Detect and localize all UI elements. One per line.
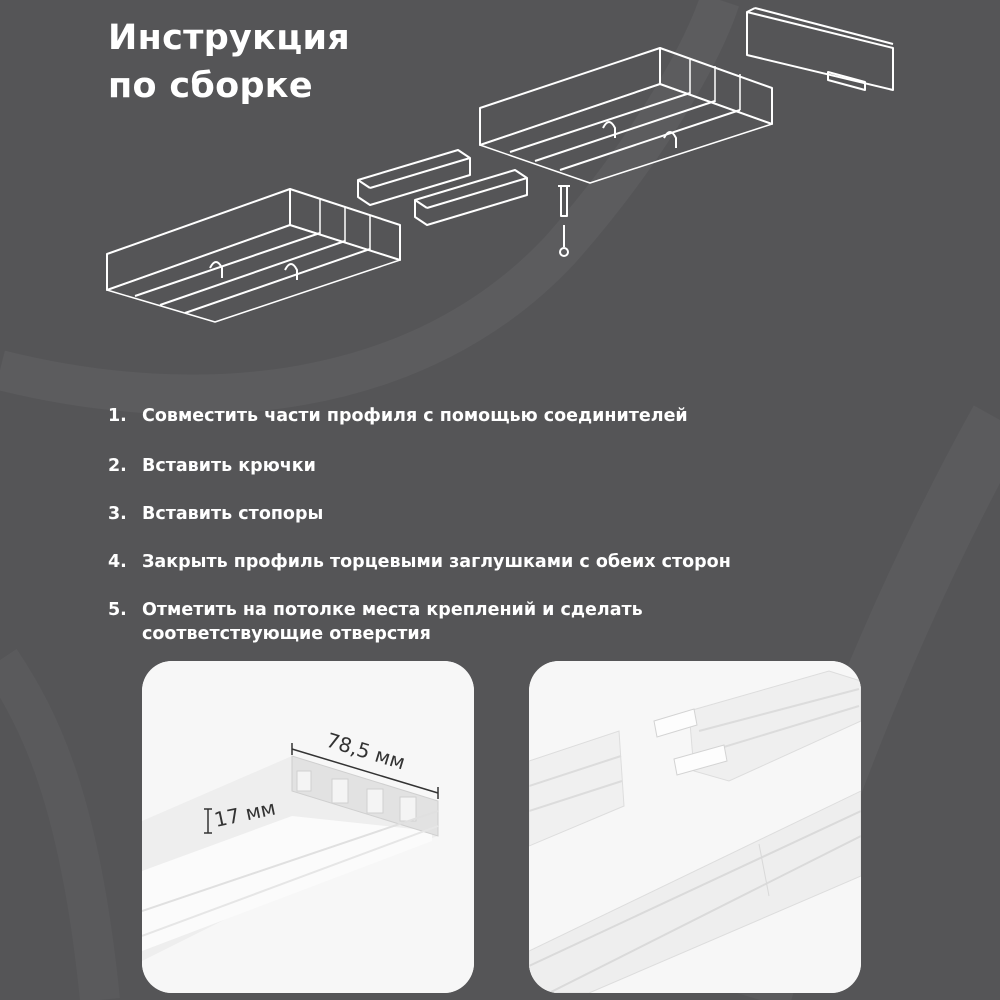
stopper-and-screw: [558, 185, 570, 257]
profile-connection-illustration: [529, 661, 861, 993]
instruction-steps: 1. Совместить части профиля с помощью со…: [108, 404, 731, 646]
profile-left: [106, 188, 401, 323]
step-text: Закрыть профиль торцевыми заглушками с о…: [142, 552, 731, 572]
step-number: 2.: [108, 456, 127, 476]
step-2: 2. Вставить крючки: [108, 454, 731, 478]
step-5: 5. Отметить на потолке места креплений и…: [108, 598, 702, 646]
connector-1: [357, 149, 471, 206]
profile-connection-photo: [529, 661, 861, 993]
step-text: Совместить части профиля с помощью соеди…: [142, 406, 688, 426]
assembly-diagram: [106, 7, 894, 323]
connector-2: [414, 169, 528, 226]
step-1: 1. Совместить части профиля с помощью со…: [108, 404, 731, 428]
step-number: 1.: [108, 406, 127, 426]
step-4: 4. Закрыть профиль торцевыми заглушками …: [108, 550, 731, 574]
profile-dimensions-photo: 78,5 мм 17 мм: [142, 661, 474, 993]
step-number: 5.: [108, 600, 127, 620]
step-text: Вставить стопоры: [142, 504, 324, 524]
page-title: Инструкция по сборке: [108, 14, 350, 110]
step-text: Вставить крючки: [142, 456, 316, 476]
title-line-2: по сборке: [108, 66, 313, 106]
step-number: 3.: [108, 504, 127, 524]
step-3: 3. Вставить стопоры: [108, 502, 731, 526]
title-line-1: Инструкция: [108, 18, 351, 58]
end-cap: [746, 7, 894, 91]
step-text: Отметить на потолке места креплений и сд…: [142, 600, 643, 644]
profile-dimensions-illustration: 78,5 мм 17 мм: [142, 661, 474, 993]
step-number: 4.: [108, 552, 127, 572]
profile-right: [479, 47, 773, 184]
